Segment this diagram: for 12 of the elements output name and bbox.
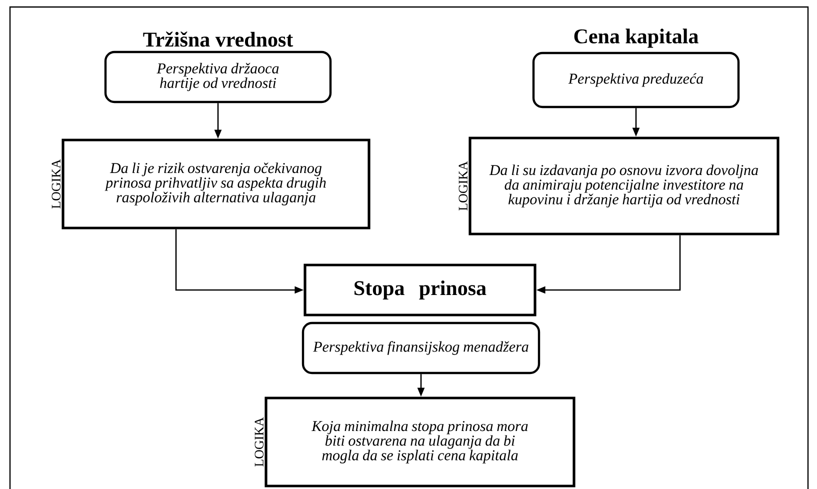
- logic-box: Da li je rizik ostvarenja očekivanog prinosa prihvatljiv sa aspekta drugih raspoloživih alternativa ulaganja: [62, 138, 370, 230]
- side-label: LOGIKA: [52, 159, 60, 209]
- rounded-box: Perspektiva preduzeća: [532, 52, 740, 108]
- heading: Cena kapitala: [574, 28, 698, 48]
- logic-box: Koja minimalna stopa prinosa mora biti ostvarena na ulaganja da bi mogla da se isplati cena kapitala: [264, 396, 576, 488]
- result-box: Stopa prinosa: [304, 264, 536, 316]
- heading: Tržišna vrednost: [143, 32, 294, 47]
- side-label: LOGIKA: [254, 417, 264, 467]
- logic-box: Da li su izdavanja po osnovu izvora dovoljna da animiraju potencijalne investitore na kupovinu i držanje hartija od vrednosti: [468, 136, 780, 236]
- rounded-box: Perspektiva držaoca hartije od vrednosti: [104, 50, 332, 104]
- side-label: LOGIKA: [458, 161, 468, 211]
- rounded-box: Perspektiva finansijskog menadžera: [302, 322, 540, 374]
